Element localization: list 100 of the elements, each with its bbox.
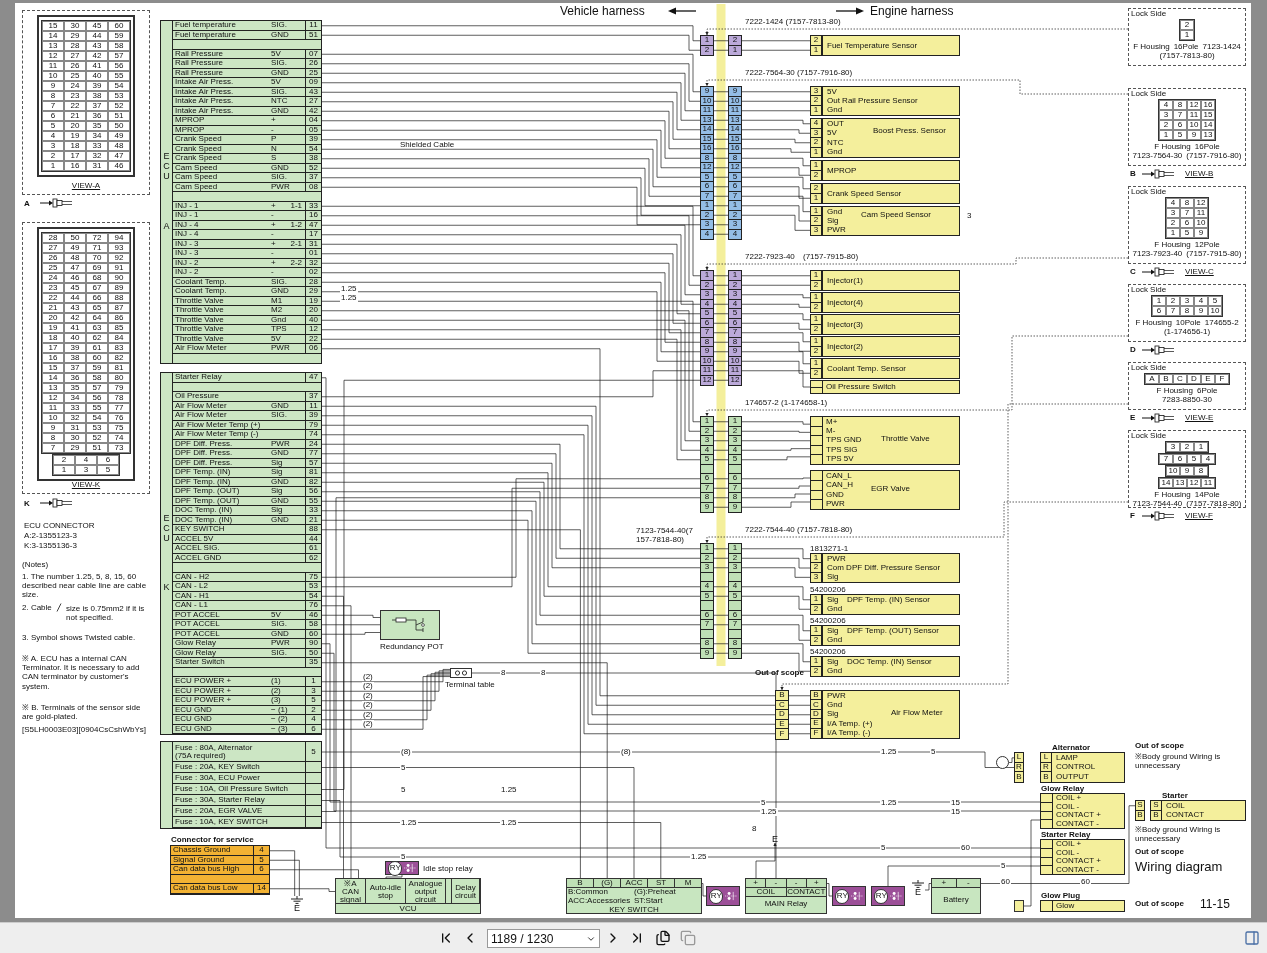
signal-name: POT ACCEL — [174, 620, 221, 629]
housing-spec: 10Pole — [1175, 318, 1201, 328]
pin-number: 38 — [305, 154, 321, 163]
scope-note: Out of scope — [1135, 900, 1184, 908]
sensor-connector-box — [810, 416, 960, 465]
sensor-connector-box — [822, 594, 960, 615]
wire — [713, 157, 729, 159]
pin-number: 43 — [64, 303, 86, 313]
wire — [320, 443, 701, 550]
pin-number: E — [811, 719, 821, 729]
pin-number: 4 — [731, 229, 739, 239]
pin-number: 26 — [42, 253, 64, 263]
note-text: (Notes) — [22, 560, 50, 570]
pin-number: 2 — [811, 216, 821, 226]
component-name: Crank Speed Sensor — [827, 189, 902, 198]
signal-name: Intake Air Press. — [174, 106, 235, 115]
fuse-rating: Fuse : 30A, ECU Power — [175, 774, 261, 782]
terminal-strip — [746, 879, 826, 888]
pin-number: 15 — [729, 134, 741, 144]
signal-type: Sig — [271, 468, 283, 477]
note-text: 2. Cable — [22, 604, 52, 612]
sensor-connector-box — [822, 625, 960, 646]
pin-number: 3 — [305, 686, 321, 695]
ecu-pin-table — [160, 372, 322, 735]
wire — [741, 567, 811, 578]
pin-number: 1 — [811, 359, 821, 369]
wire — [713, 478, 729, 480]
pin-number: 8 — [1173, 100, 1187, 111]
wire-size-label: 5 — [880, 844, 887, 852]
ecu-pin-row — [173, 458, 321, 468]
wire — [268, 888, 337, 892]
component-heading: Glow Plug — [1041, 892, 1081, 900]
wire — [320, 605, 352, 880]
pin-number: 21 — [42, 303, 64, 313]
signal-name: Fuel temperature — [174, 21, 237, 30]
terminal-label: + — [746, 879, 767, 887]
pin-number: 54 — [108, 81, 130, 91]
connector-face — [1179, 19, 1195, 42]
signal-name: DPF Diff. Press. — [174, 439, 234, 448]
pin-number: S — [1151, 801, 1161, 811]
terminal-strip — [746, 888, 826, 897]
pin-number: 15 — [701, 134, 713, 144]
pin-number: 14 — [42, 31, 64, 41]
signal-name: Coolant Temp. — [174, 287, 228, 296]
pin-number: 5 — [1173, 130, 1187, 141]
pin-number: 11 — [1201, 478, 1215, 489]
signal-type: GND — [271, 68, 289, 77]
pin-number: 2 — [812, 324, 820, 334]
pin-number: 12 — [701, 163, 713, 173]
signal-type: + — [271, 220, 276, 229]
pin-number: 41 — [64, 323, 86, 333]
pin-number: 35 — [64, 383, 86, 393]
pin-number: 54 — [305, 591, 321, 600]
signal-name: Oil Pressure — [174, 392, 220, 401]
pin-number: 60 — [86, 353, 108, 363]
signal-type: SIG. — [271, 173, 287, 182]
signal-type: 5V — [271, 610, 281, 619]
signal-name: KEY SWITCH — [174, 525, 226, 534]
pin-number: 04 — [305, 116, 321, 125]
wire — [741, 91, 811, 93]
wire — [320, 177, 701, 216]
signal-name: CAN - H1 — [174, 591, 211, 600]
signal-type: (3) — [271, 696, 281, 705]
pin-function: Sig — [827, 595, 840, 604]
ecu-pin-row — [173, 629, 321, 639]
pin-number: 34 — [64, 393, 86, 403]
signal-type: + — [271, 239, 276, 248]
pin-function: COIL - — [1056, 802, 1081, 811]
fuse-rating: (75A required) — [175, 751, 227, 760]
signal-type: − (1) — [271, 705, 288, 714]
pin-number: 2 — [811, 138, 821, 148]
ecu-pin-row — [173, 21, 321, 31]
plug-letter: D — [1130, 346, 1136, 354]
wire — [741, 360, 811, 374]
wire — [320, 674, 451, 721]
wire — [713, 506, 729, 508]
wire — [320, 72, 701, 112]
terminal-label: - — [766, 879, 787, 887]
signal-name: Intake Air Press. — [174, 87, 235, 96]
pin-number: 77 — [108, 403, 130, 413]
pin-number: 6 — [729, 610, 741, 620]
pin-number: 73 — [108, 443, 130, 453]
housing-spec: 6Pole — [1197, 386, 1218, 396]
housing-spec: 14Pole — [1194, 490, 1220, 500]
pin-number: 6 — [305, 724, 321, 733]
wire — [741, 595, 811, 610]
pin-function: I/A Temp. (-) — [827, 729, 872, 738]
pin-number: 16 — [42, 353, 64, 363]
housing-spec: F Housing — [1154, 142, 1191, 152]
relay-coil-label: RY — [874, 888, 889, 904]
pin-number: 42 — [305, 106, 321, 115]
wire — [741, 430, 811, 433]
pin-number: F — [778, 729, 786, 739]
pin-number: 2 — [811, 184, 821, 194]
pin-number: 4 — [1159, 100, 1173, 111]
pin-number: 94 — [108, 233, 130, 243]
pin-number: 43 — [86, 41, 108, 51]
ecu-pin-row — [173, 591, 321, 601]
scope-note: Out of scope — [1135, 848, 1184, 856]
signal-name: POT ACCEL — [174, 610, 221, 619]
